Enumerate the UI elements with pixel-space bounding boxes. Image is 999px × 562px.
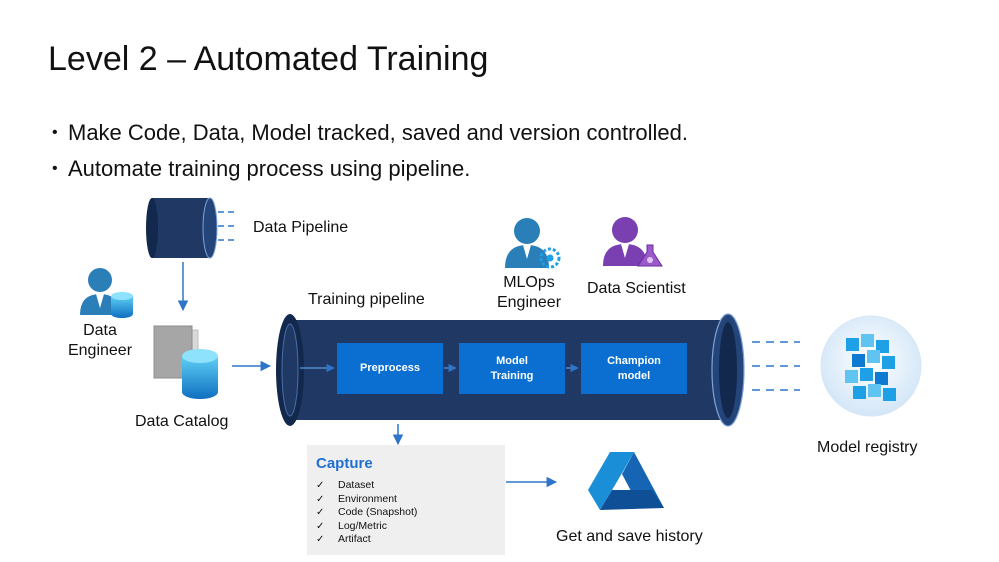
capture-box: Capture ✓ Dataset ✓ Environment ✓ Code (Sna… <box>307 445 505 555</box>
stage-label-line1: Champion <box>607 354 661 367</box>
check-icon: ✓ <box>316 493 325 505</box>
data-catalog-icon <box>153 325 218 399</box>
stage-champion-model: Champion model <box>581 343 687 394</box>
capture-item-text: Code (Snapshot) <box>338 506 418 519</box>
mlops-line1: MLOps <box>503 274 555 291</box>
check-icon: ✓ <box>316 520 325 532</box>
bullet-dot: • <box>52 124 58 141</box>
data-engineer-line1: Data <box>83 322 117 339</box>
capture-list: ✓ Dataset ✓ Environment ✓ Code (Snapshot) ✓… <box>316 479 417 547</box>
capture-item-text: Artifact <box>338 533 371 546</box>
data-scientist-label: Data Scientist <box>587 280 686 297</box>
capture-title: Capture <box>316 455 373 472</box>
bullet-dot: • <box>52 160 58 177</box>
data-engineer-line2: Engineer <box>67 342 133 359</box>
model-registry-icon <box>820 315 922 417</box>
stage-label-line2: model <box>617 369 651 382</box>
check-icon: ✓ <box>316 534 325 546</box>
data-pipeline-label: Data Pipeline <box>253 219 349 236</box>
data-scientist-icon <box>603 217 663 267</box>
bullet-2: • Automate training process using pipeli… <box>52 156 470 182</box>
stage-label-line1: Model <box>496 354 528 367</box>
training-pipeline-label: Training pipeline <box>308 291 425 308</box>
capture-item-text: Log/Metric <box>338 519 388 532</box>
capture-item-text: Dataset <box>338 479 375 491</box>
stage-label-line2: Training <box>490 369 534 382</box>
list-item: ✓ Log/Metric <box>316 520 417 534</box>
data-pipeline-icon <box>146 197 238 259</box>
bullet-1: • Make Code, Data, Model tracked, saved … <box>52 120 688 146</box>
data-catalog-label: Data Catalog <box>135 413 229 430</box>
stage-model-training: Model Training <box>459 343 565 394</box>
data-engineer-icon <box>80 268 133 318</box>
data-engineer-label: Data Engineer <box>60 321 140 361</box>
list-item: ✓ Artifact <box>316 533 417 547</box>
slide-title: Level 2 – Automated Training <box>48 40 489 78</box>
check-icon: ✓ <box>316 480 325 491</box>
model-registry-label: Model registry <box>817 439 918 456</box>
list-item: ✓ Environment <box>316 493 417 507</box>
bullet-text: Automate training process using pipeline… <box>68 156 471 181</box>
mlops-engineer-label: MLOps Engineer <box>489 273 569 313</box>
mlops-engineer-icon <box>505 218 561 269</box>
mlops-line2: Engineer <box>496 294 562 311</box>
check-icon: ✓ <box>316 507 325 519</box>
registry-dashes <box>752 341 800 391</box>
capture-item-text: Environment <box>338 492 397 505</box>
history-label: Get and save history <box>556 528 703 545</box>
list-item: ✓ Code (Snapshot) <box>316 506 417 520</box>
list-item: ✓ Dataset <box>316 479 417 493</box>
azure-ml-icon <box>588 452 664 510</box>
stage-label: Preprocess <box>360 362 420 374</box>
bullet-text: Make Code, Data, Model tracked, saved an… <box>68 120 688 145</box>
stage-preprocess: Preprocess <box>337 343 443 394</box>
